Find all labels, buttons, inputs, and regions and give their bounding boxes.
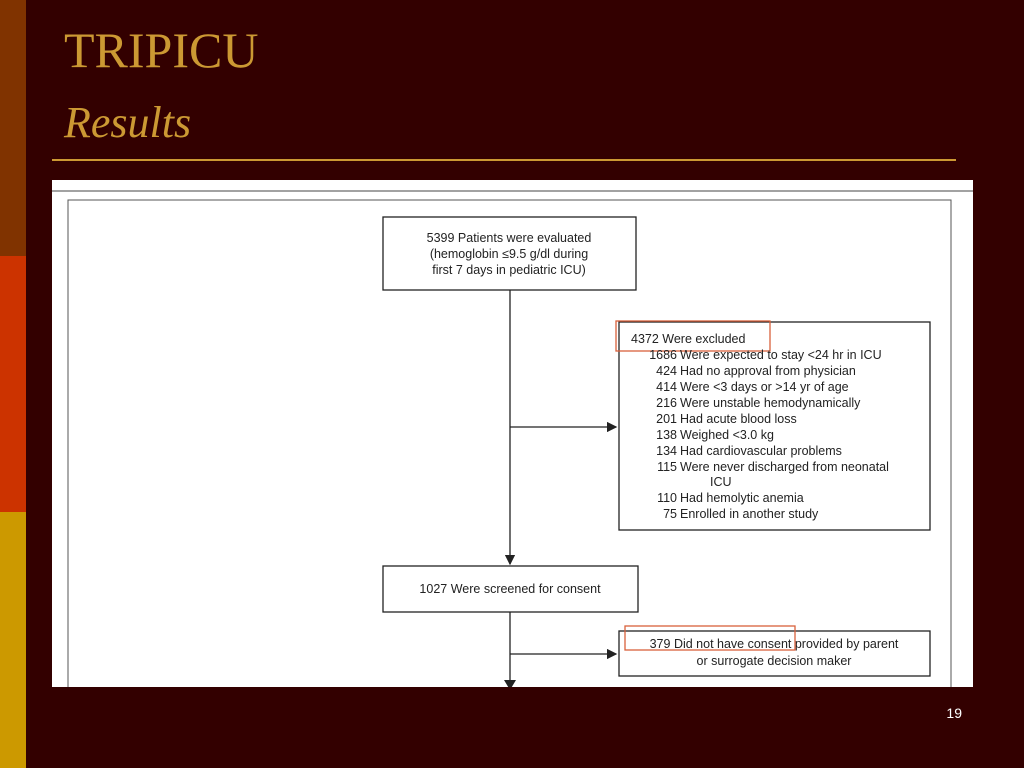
figure-border [67,199,952,687]
title-divider [52,159,956,161]
exclusion-count: 424 [656,364,677,378]
highlight-no-consent [624,625,796,651]
exclusion-count: 1686 [649,348,677,362]
box-evaluated-line-3: first 7 days in pediatric ICU) [432,263,586,277]
consort-flowchart-figure: 5399 Patients were evaluated (hemoglobin… [52,180,973,687]
exclusion-count: 134 [656,444,677,458]
exclusion-count: 115 [657,460,677,474]
exclusion-reason: Were unstable hemodynamically [680,396,861,410]
exclusion-reason: Weighed <3.0 kg [680,428,774,442]
exclusion-reason: Were expected to stay <24 hr in ICU [680,348,882,362]
exclusion-count: 138 [656,428,677,442]
box-screened-text: 1027 Were screened for consent [419,582,601,596]
exclusion-reason: Were never discharged from neonatal [680,460,889,474]
box-evaluated-line-2: (hemoglobin ≤9.5 g/dl during [430,247,588,261]
exclusion-count: 201 [656,412,677,426]
accent-stripe-top [0,0,26,256]
arrowhead-continue [504,680,516,687]
exclusion-count: 414 [656,380,677,394]
exclusion-reason: Had cardiovascular problems [680,444,842,458]
exclusion-reason: Were <3 days or >14 yr of age [680,380,849,394]
slide-subtitle: Results [64,98,192,147]
exclusion-count: 75 [663,507,677,521]
flowchart-canvas: 5399 Patients were evaluated (hemoglobin… [52,190,973,687]
no-consent-line-1: 379 Did not have consent provided by par… [650,637,899,651]
highlight-excluded [615,320,771,352]
box-excluded [618,321,931,531]
exclusion-reason: Had acute blood loss [680,412,797,426]
exclusion-reason-continued: ICU [710,475,732,489]
slide-title: TRIPICU [64,22,259,78]
exclusion-count: 110 [657,491,677,505]
slide-number: 19 [946,705,962,721]
box-evaluated [382,216,637,291]
accent-stripe-bottom [0,512,26,768]
exclusion-reason: Had hemolytic anemia [680,491,804,505]
box-no-consent [618,630,931,677]
exclusion-reason: Enrolled in another study [680,507,819,521]
excluded-header: 4372 Were excluded [631,332,745,346]
box-screened [382,565,639,613]
accent-stripe-middle [0,256,26,512]
exclusion-count: 216 [656,396,677,410]
box-evaluated-line-1: 5399 Patients were evaluated [427,231,592,245]
exclusion-reason: Had no approval from physician [680,364,856,378]
no-consent-line-2: or surrogate decision maker [697,654,852,668]
